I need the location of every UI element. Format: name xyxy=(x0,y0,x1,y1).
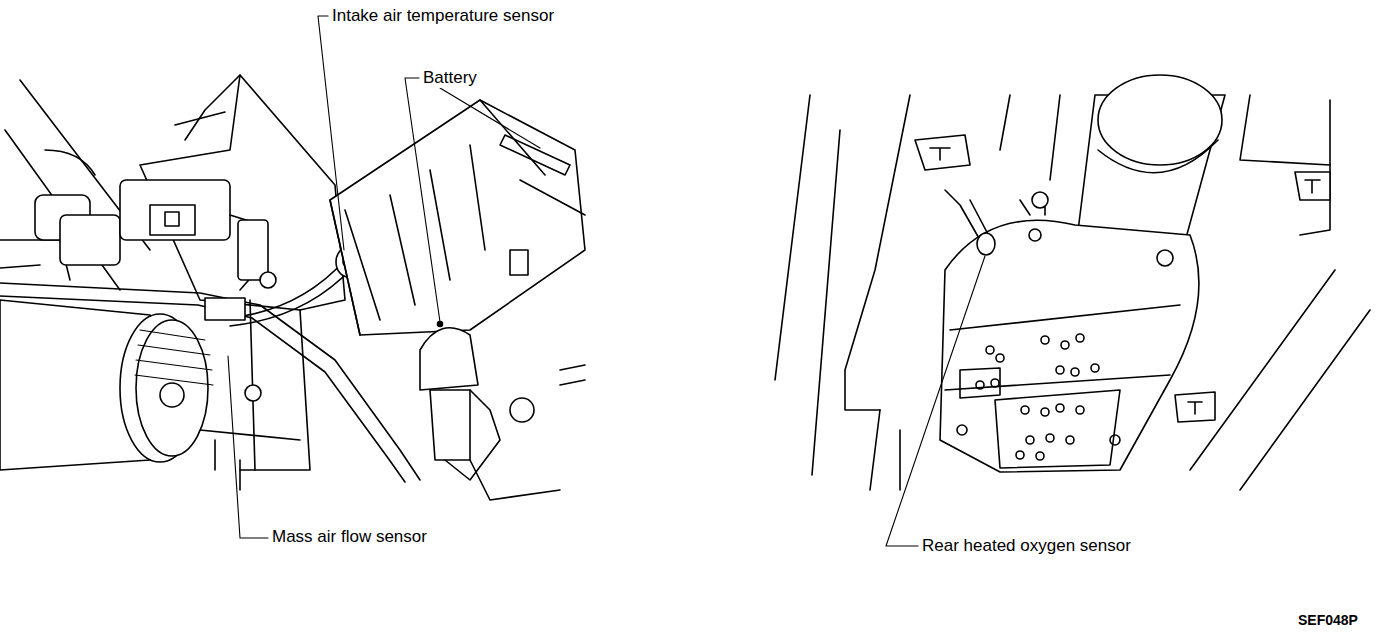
battery-part-stroke xyxy=(500,135,570,175)
air-duct-hose xyxy=(0,300,213,470)
air-duct-hose-stroke xyxy=(136,320,208,456)
battery-part-stroke xyxy=(420,328,478,390)
battery-part xyxy=(330,100,585,500)
catalytic-converter-stroke xyxy=(1032,192,1048,208)
leader-lines-stroke xyxy=(228,356,268,538)
catalytic-converter-stroke xyxy=(940,220,1199,472)
catalytic-converter-stroke xyxy=(1076,406,1084,414)
air-cleaner-box-stroke xyxy=(245,385,261,401)
part-label: Intake air temperature sensor xyxy=(330,6,556,26)
connector-stroke xyxy=(260,272,276,288)
underbody xyxy=(775,95,1370,490)
catalytic-converter-stroke xyxy=(1071,368,1079,376)
intake-air-temperature-sensor-part xyxy=(230,247,360,326)
underbody-stroke xyxy=(870,410,900,490)
rear-oxygen-sensor-part xyxy=(945,190,995,255)
underbody-stroke xyxy=(1175,392,1215,422)
leader-lines-stroke xyxy=(440,88,540,148)
catalytic-converter-stroke xyxy=(1056,404,1064,412)
leader-lines-stroke xyxy=(318,16,344,250)
connector-stroke xyxy=(238,220,268,280)
catalytic-converter-stroke xyxy=(960,368,1000,398)
underbody-stroke xyxy=(775,95,810,380)
battery-part-stroke xyxy=(330,100,585,335)
battery-part-stroke xyxy=(520,180,585,215)
engine-bay-stroke xyxy=(60,215,120,265)
catalytic-converter-stroke xyxy=(1091,364,1099,372)
catalytic-converter-stroke xyxy=(976,381,984,389)
catalytic-converter-stroke xyxy=(945,375,1170,390)
underbody-stroke xyxy=(1305,180,1320,193)
catalytic-converter-stroke xyxy=(1061,341,1069,349)
underbody-stroke xyxy=(1050,95,1060,180)
breather-tube-stroke xyxy=(0,296,405,482)
battery-part-stroke xyxy=(330,200,360,335)
underbody-stroke xyxy=(845,95,910,410)
battery-part-stroke xyxy=(430,390,470,460)
underbody-stroke xyxy=(1190,270,1335,470)
battery-part-stroke xyxy=(510,398,534,422)
catalytic-converter-stroke xyxy=(1016,451,1024,459)
breather-tube-stroke xyxy=(205,298,245,320)
battery-part-stroke xyxy=(470,460,560,500)
leader-lines xyxy=(228,16,985,546)
connector-stroke xyxy=(150,205,195,235)
catalytic-converter-stroke xyxy=(1026,436,1034,444)
engine-bay-stroke xyxy=(0,265,40,268)
underbody-stroke xyxy=(930,148,950,160)
catalytic-converter-stroke xyxy=(1066,436,1074,444)
underbody-stroke xyxy=(812,130,840,475)
catalytic-converter-stroke xyxy=(991,379,999,387)
air-cleaner-box-stroke xyxy=(200,430,300,440)
catalytic-converter xyxy=(940,192,1199,472)
exhaust-pipe-stroke xyxy=(1098,75,1222,165)
part-label: Rear heated oxygen sensor xyxy=(920,536,1133,556)
air-duct-hose-stroke xyxy=(135,330,213,385)
catalytic-converter-stroke xyxy=(1110,435,1120,445)
air-cleaner-box-stroke xyxy=(185,75,240,140)
part-label: Mass air flow sensor xyxy=(270,527,429,547)
catalytic-converter-stroke xyxy=(1046,434,1054,442)
engine-bay-stroke xyxy=(45,150,95,175)
exhaust-pipe-stroke xyxy=(1098,140,1218,173)
catalytic-converter-stroke xyxy=(1021,406,1029,414)
catalytic-converter-stroke xyxy=(1056,366,1064,374)
catalytic-converter-stroke xyxy=(957,425,967,435)
air-cleaner-box-stroke xyxy=(175,112,225,125)
part-label: Battery xyxy=(421,68,479,88)
leader-lines-stroke xyxy=(886,256,985,546)
battery-part-stroke xyxy=(480,100,545,175)
catalytic-converter-stroke xyxy=(995,390,1120,468)
catalytic-converter-stroke xyxy=(1041,336,1049,344)
underbody-stroke xyxy=(1000,95,1010,150)
catalytic-converter-stroke xyxy=(1076,334,1084,342)
catalytic-converter-stroke xyxy=(1036,452,1044,460)
leader-lines-stroke xyxy=(405,78,440,322)
underbody-stroke xyxy=(1240,95,1330,165)
connector-stroke xyxy=(165,212,179,226)
underbody-stroke xyxy=(1300,100,1330,235)
connector-stroke xyxy=(120,180,230,240)
figure-code: SEF048P xyxy=(1296,612,1360,628)
catalytic-converter-stroke xyxy=(1041,408,1049,416)
connector xyxy=(120,180,276,290)
catalytic-converter-stroke xyxy=(950,305,1180,330)
rear-oxygen-sensor-part-stroke xyxy=(977,233,995,255)
catalytic-converter-stroke xyxy=(996,354,1004,362)
underbody-stroke xyxy=(1188,402,1202,414)
battery-part-stroke xyxy=(560,365,585,385)
rear-oxygen-sensor-part-stroke xyxy=(945,190,980,240)
catalytic-converter-stroke xyxy=(986,346,994,354)
battery-part-stroke xyxy=(345,145,485,320)
air-duct-hose-stroke xyxy=(160,383,184,407)
catalytic-converter-stroke xyxy=(1029,229,1041,241)
underbody-stroke xyxy=(915,135,970,170)
underbody-stroke xyxy=(1295,172,1330,200)
catalytic-converter-stroke xyxy=(1157,250,1173,266)
battery-part-stroke xyxy=(510,250,528,275)
underbody-stroke xyxy=(1240,310,1370,490)
leader-lines-stroke xyxy=(438,322,443,327)
